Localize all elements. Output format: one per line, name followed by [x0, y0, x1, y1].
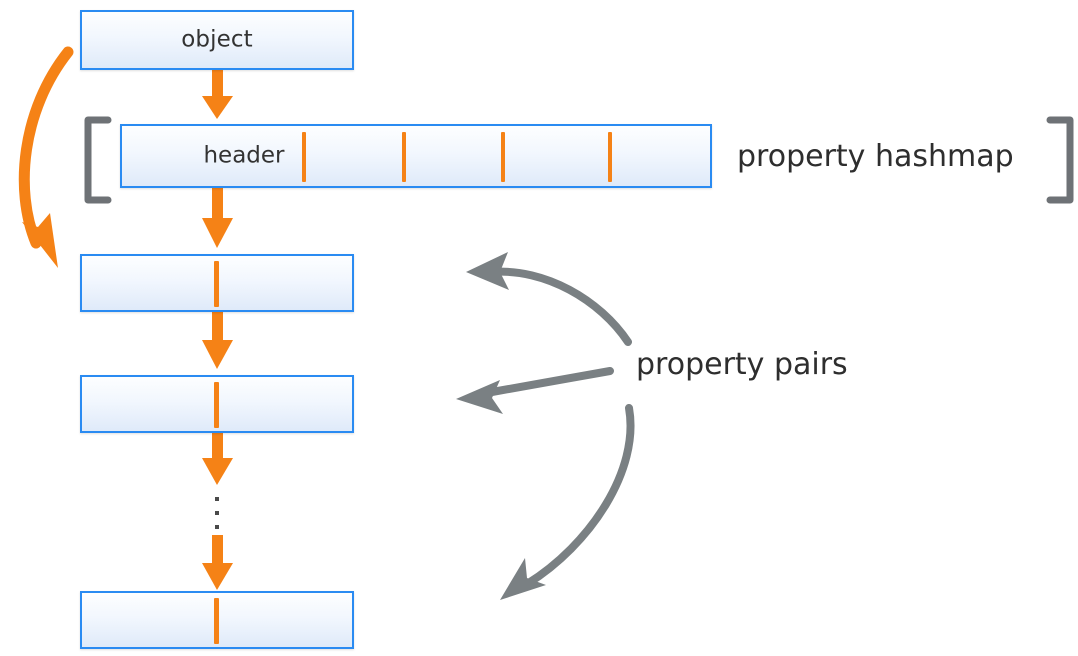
ellipsis-dot-1 — [215, 497, 219, 501]
orange-arrow-ellipsis-to-pair3 — [202, 535, 233, 590]
hashmap-tick-2 — [402, 132, 406, 182]
object-box[interactable]: object — [80, 10, 354, 70]
header-box-label: header — [203, 142, 285, 169]
hashmap-tick-4 — [608, 132, 612, 182]
pair-box-2-divider — [214, 382, 219, 428]
orange-curved-arrow — [18, 46, 74, 268]
property-pairs-arrow-middle — [456, 367, 614, 414]
orange-arrow-object-to-header — [202, 70, 233, 119]
ellipsis-dot-3 — [215, 525, 219, 529]
hashmap-tick-3 — [501, 132, 505, 182]
orange-arrow-pair1-to-pair2 — [202, 312, 233, 369]
property-pairs-arrow-top — [466, 252, 632, 346]
orange-arrow-pair2-to-ellipsis — [202, 433, 233, 485]
property-hashmap-label: property hashmap — [737, 139, 1014, 174]
orange-arrow-header-to-pair1 — [202, 188, 233, 248]
left-bracket — [84, 116, 112, 204]
right-bracket — [1046, 116, 1074, 204]
header-box[interactable]: header — [120, 124, 712, 188]
property-pairs-arrow-bottom — [500, 404, 635, 600]
pair-box-1[interactable] — [80, 254, 354, 312]
pair-box-2[interactable] — [80, 375, 354, 433]
ellipsis-dot-2 — [215, 511, 219, 515]
property-pairs-label: property pairs — [636, 347, 848, 382]
pair-box-1-divider — [214, 261, 219, 307]
hashmap-tick-1 — [302, 132, 306, 182]
pair-box-3[interactable] — [80, 591, 354, 649]
object-box-label: object — [181, 26, 253, 53]
pair-box-3-divider — [214, 598, 219, 644]
